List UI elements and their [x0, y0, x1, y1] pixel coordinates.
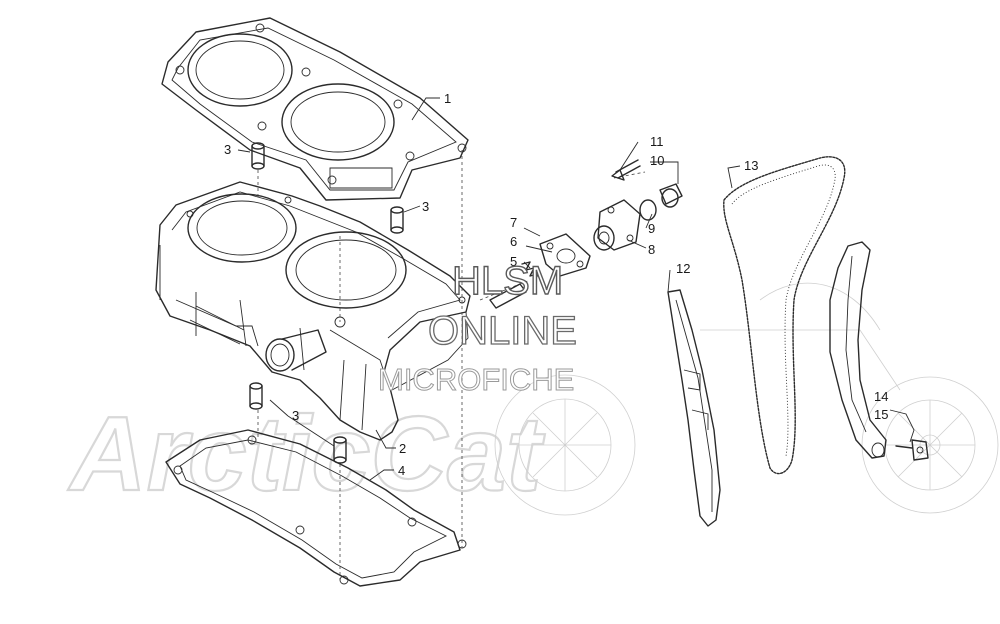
callout-5: 5	[510, 254, 517, 269]
tensioner-bolt	[611, 159, 641, 181]
dowel-pin-lower-left	[249, 382, 263, 410]
leader-lines	[237, 97, 915, 481]
callout-7: 7	[510, 215, 517, 230]
callout-3-upper-right: 3	[422, 199, 429, 214]
watermark-line-3: MICROFICHE	[378, 362, 574, 397]
callout-9: 9	[648, 221, 655, 236]
tensioner-plunger	[489, 283, 527, 309]
watermark-line-1: HLSM	[452, 259, 563, 303]
callout-15: 15	[874, 407, 888, 422]
watermark-brand: ArcticCat	[66, 282, 999, 516]
callout-11: 11	[650, 134, 664, 149]
callout-14: 14	[874, 389, 888, 404]
callout-3-lower: 3	[292, 408, 299, 423]
callout-8: 8	[648, 242, 655, 257]
tensioner-spring	[521, 261, 539, 283]
chain-guide	[667, 289, 721, 527]
cylinder-block	[155, 181, 471, 441]
cam-chain-tensioner	[593, 199, 641, 251]
watermark-text: HLSM ONLINE MICROFICHE	[378, 258, 578, 397]
callout-labels: 1 2 3 3 3 4 5 6 7 8 9 10 11 12 13 14 15	[224, 91, 888, 478]
pivot-bolt	[895, 439, 929, 461]
watermark-line-2: ONLINE	[428, 309, 577, 353]
callout-10: 10	[650, 153, 664, 168]
dowel-pins	[249, 142, 404, 464]
callout-12: 12	[676, 261, 690, 276]
dowel-pin-upper-left	[251, 142, 265, 170]
callout-4: 4	[398, 463, 405, 478]
callout-2: 2	[399, 441, 406, 456]
tensioner-guide	[829, 241, 887, 459]
tensioner-gasket	[539, 233, 591, 277]
head-gasket-top	[161, 17, 469, 201]
alignment-lines	[257, 150, 646, 580]
watermark-brand-text: ArcticCat	[67, 395, 545, 513]
o-ring	[639, 199, 657, 221]
callout-13: 13	[744, 158, 758, 173]
callout-6: 6	[510, 234, 517, 249]
callout-3-upper-left: 3	[224, 142, 231, 157]
dowel-pin-upper-right	[390, 206, 404, 234]
cam-chain	[723, 156, 846, 475]
tensioner-cap	[659, 183, 683, 208]
callout-1: 1	[444, 91, 451, 106]
dowel-pin-lower-right	[333, 436, 347, 464]
